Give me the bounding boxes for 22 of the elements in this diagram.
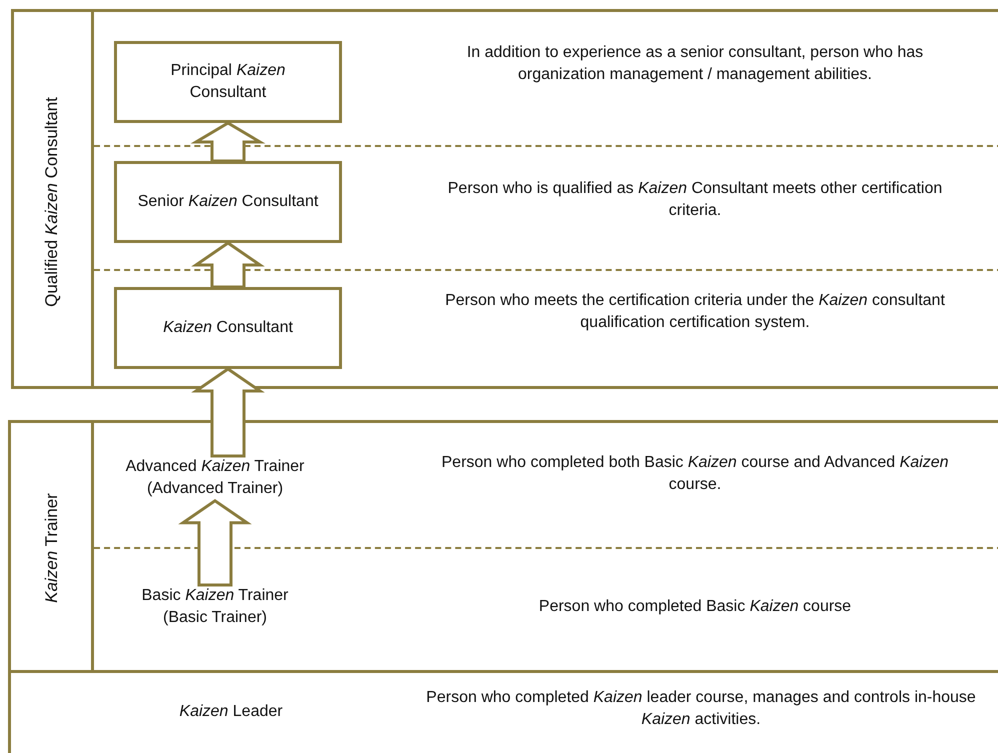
- level-box: [114, 41, 342, 123]
- level-description: Person who completed both Basic Kaizen course and Advanced Kaizen course.: [440, 453, 950, 495]
- level-title: Basic Kaizen Trainer (Basic Trainer): [125, 585, 305, 630]
- level-title: Kaizen Consultant: [162, 318, 294, 338]
- level-title: Principal Kaizen Consultant: [170, 61, 286, 103]
- block-arrow: [178, 498, 252, 586]
- level-title: Advanced Kaizen Trainer (Advanced Trainer): [105, 456, 325, 501]
- tier-panel: [11, 9, 998, 389]
- block-arrow: [191, 241, 265, 288]
- block-arrow: [191, 367, 265, 458]
- level-title: Senior Kaizen Consultant: [136, 192, 320, 212]
- level-box: [114, 287, 342, 369]
- level-description: Person who is qualified as Kaizen Consultant meets other certification criteria.: [446, 179, 944, 221]
- level-description: Person who completed Kaizen leader course, manages and controls in-house Kaizen activities.: [425, 688, 977, 730]
- level-description: In addition to experience as a senior consultant, person who has organization management / management abilities.: [466, 43, 924, 85]
- level-description: Person who completed Basic Kaizen course: [538, 597, 852, 617]
- tier-label: Qualified Kaizen Consultant: [42, 97, 62, 307]
- block-arrow: [190, 121, 266, 162]
- level-title: Kaizen Leader: [178, 702, 284, 722]
- level-box: [114, 161, 342, 243]
- level-description: Person who meets the certification criteria under the Kaizen consultant qualification certification system.: [444, 291, 946, 333]
- tier-label: Kaizen Trainer: [42, 493, 62, 603]
